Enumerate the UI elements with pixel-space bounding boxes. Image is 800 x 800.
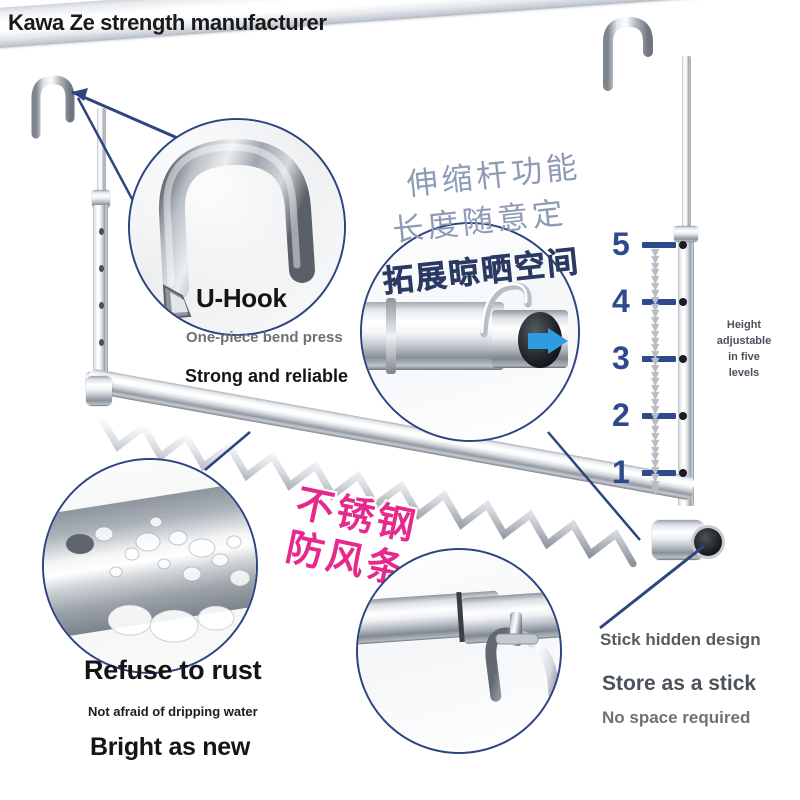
height-note-line-4: levels	[728, 366, 760, 379]
height-note-line-3: in five	[728, 350, 760, 363]
left-rod-hole	[99, 302, 104, 309]
bar-left-connector	[86, 376, 112, 406]
level-dot-2	[679, 412, 687, 420]
storage-subtitle: No space required	[602, 708, 751, 727]
left-u-hook-graphic	[31, 75, 75, 139]
level-label-2: 2	[612, 397, 630, 433]
left-lower-rod	[93, 205, 108, 380]
callout-telescopic-image	[362, 224, 578, 440]
left-rod-hole	[99, 339, 104, 346]
u-hook-tagline: Strong and reliable	[185, 366, 349, 386]
storage-title: Stick hidden design	[600, 630, 761, 649]
level-tick-5	[642, 242, 676, 248]
page-title: Kawa Ze strength manufacturer	[8, 10, 327, 35]
bar-right-end-cap	[694, 528, 722, 556]
folded-hook-graphic	[485, 612, 560, 724]
level-row-2: 2	[612, 399, 630, 431]
level-tick-4	[642, 299, 676, 305]
level-tick-2	[642, 413, 676, 419]
right-u-hook-graphic	[603, 16, 653, 91]
u-hook-subtitle: One-piece bend press	[186, 329, 343, 346]
level-row-3: 3	[612, 342, 630, 374]
rust-tagline: Bright as new	[90, 733, 251, 761]
callout-store-as-stick[interactable]	[356, 548, 562, 754]
storage-headline: Store as a stick	[602, 672, 757, 695]
extension-direction-arrow	[548, 328, 568, 354]
windproof-zigzag-strip	[97, 413, 637, 568]
level-label-3: 3	[612, 340, 630, 376]
level-dot-3	[679, 355, 687, 363]
water-droplets	[66, 516, 251, 643]
callout-refuse-to-rust[interactable]	[42, 458, 258, 674]
telescopic-outer-tube	[362, 302, 504, 370]
level-dot-5	[679, 241, 687, 249]
callout-telescopic-joint[interactable]	[360, 222, 580, 442]
telescopic-ring	[386, 298, 396, 374]
level-dot-1	[679, 469, 687, 477]
level-label-5: 5	[612, 226, 630, 262]
level-tick-3	[642, 356, 676, 362]
height-note-line-1: Height	[726, 319, 762, 331]
right-rod-collar	[674, 226, 698, 242]
rust-title: Refuse to rust	[84, 655, 262, 685]
callout-u-hook-image	[130, 120, 344, 334]
callout-u-hook[interactable]	[128, 118, 346, 336]
u-hook-title: U-Hook	[196, 283, 287, 313]
level-label-1: 1	[612, 454, 630, 490]
height-note-line-2: adjustable	[716, 334, 772, 347]
left-rod-hole	[99, 228, 104, 235]
level-row-1: 1	[612, 456, 630, 488]
callout-rust-image	[44, 460, 256, 672]
level-row-4: 4	[612, 285, 630, 317]
level-tick-1	[642, 470, 676, 476]
extension-arrow-shaft	[528, 333, 552, 349]
callout-storage-image	[358, 550, 560, 752]
level-dot-4	[679, 298, 687, 306]
height-level-scale: 5 4 3 2 1 ▼▼▼▼ ▼▼▼▼ ▼▼▼▼	[612, 228, 687, 496]
level-label-4: 4	[612, 283, 630, 319]
left-rod-hole	[99, 265, 104, 272]
scale-chevrons: ▼▼▼▼ ▼▼▼▼ ▼▼▼▼ ▼▼▼▼ ▼▼▼▼ ▼▼▼▼ ▼▼▼▼ ▼▼▼▼ …	[651, 246, 660, 498]
rust-subtitle: Not afraid of dripping water	[88, 704, 258, 719]
height-adjustable-note: Height adjustable in five levels	[711, 318, 777, 382]
level-row-5: 5	[612, 228, 630, 260]
right-upper-rod	[682, 56, 691, 241]
